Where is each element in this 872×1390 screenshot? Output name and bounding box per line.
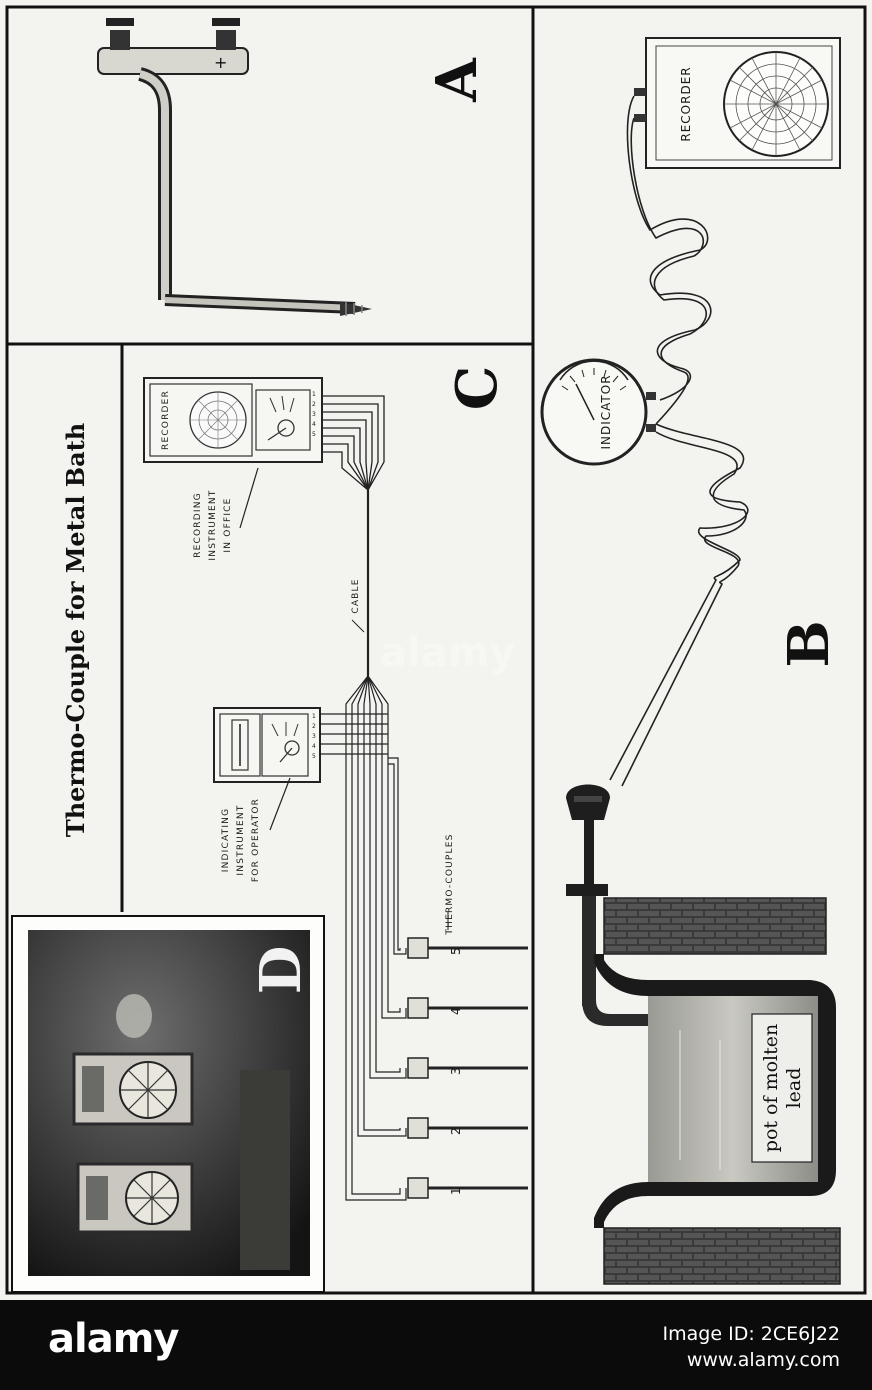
indicating-fan-wires (320, 676, 388, 774)
svg-text:3: 3 (312, 733, 316, 740)
thermocouple-4 (408, 998, 528, 1018)
indicating-label-line3: FOR OPERATOR (251, 798, 261, 882)
recorder-office-label: RECORDER (161, 390, 171, 450)
tc-number-2: 2 (449, 1126, 463, 1135)
panel-d-letter: D (248, 946, 314, 995)
thermocouple-3 (408, 1058, 528, 1078)
recording-label-line2: INSTRUMENT (208, 489, 218, 560)
thermocouple-a-illustration: + (98, 18, 372, 316)
thermocouple-row (408, 938, 528, 1198)
pot-label-line2: lead (783, 1068, 805, 1109)
svg-text:4: 4 (312, 743, 316, 750)
tc-number-1: 1 (449, 1186, 463, 1195)
diagram-plate: Thermo-Couple for Metal Bath A + C (0, 0, 872, 1300)
brick-wall-upper (604, 898, 826, 954)
svg-text:2: 2 (312, 723, 316, 730)
watermark-bar: alamy Image ID: 2CE6J22 www.alamy.com (0, 1300, 872, 1390)
panel-b-letter: B (776, 620, 842, 667)
indicator-instrument: INDICATOR (542, 360, 656, 464)
thermocouple-2 (408, 1118, 528, 1138)
svg-text:3: 3 (312, 411, 316, 418)
watermark-image-id: Image ID: 2CE6J22 (663, 1321, 840, 1347)
recording-label-line1: RECORDING (193, 492, 203, 558)
panel-a-letter: A (424, 57, 490, 103)
brick-wall-lower (604, 1228, 840, 1284)
indicator-label: INDICATOR (599, 374, 613, 449)
panel-d: D (12, 916, 324, 1292)
panel-b: B RECORDER (542, 38, 842, 1284)
svg-text:1: 1 (312, 391, 316, 398)
panel-a: A + (98, 18, 490, 316)
page-title: Thermo-Couple for Metal Bath (61, 423, 90, 837)
thermocouple-leads (346, 758, 406, 1200)
recorder-instrument: RECORDER (634, 38, 840, 168)
svg-text:4: 4 (312, 421, 316, 428)
svg-text:1: 1 (312, 713, 316, 720)
indicating-operator-instrument: 1 2 3 4 5 (214, 708, 320, 782)
tc-number-5: 5 (449, 946, 463, 955)
thermocouple-1 (408, 1178, 528, 1198)
recorder-wires (322, 396, 384, 490)
cable-leader-line (352, 620, 364, 632)
watermark-site: www.alamy.com (663, 1347, 840, 1373)
thermocouple-5 (408, 938, 528, 958)
pot-label-line1: pot of molten (760, 1024, 782, 1152)
svg-text:5: 5 (312, 431, 316, 438)
alamy-logo: alamy (48, 1316, 178, 1362)
indicating-leader-line (270, 778, 290, 830)
watermark-info: Image ID: 2CE6J22 www.alamy.com (663, 1321, 840, 1373)
recorder-label: RECORDER (679, 66, 693, 141)
indicating-label-line1: INDICATING (221, 808, 231, 873)
svg-text:+: + (214, 53, 227, 72)
recorder-office-instrument: RECORDER 1 2 3 4 5 (144, 378, 322, 462)
svg-text:2: 2 (312, 401, 316, 408)
recording-leader-line (240, 468, 258, 528)
pot-of-molten-lead: pot of molten lead (594, 954, 836, 1228)
tc-number-4: 4 (449, 1006, 463, 1015)
panel-c-letter: C (444, 366, 510, 411)
indicating-label-line2: INSTRUMENT (236, 804, 246, 875)
thermocouples-label: THERMO-COUPLES (445, 833, 455, 935)
svg-text:5: 5 (312, 753, 316, 760)
cable-label: CABLE (351, 578, 361, 613)
tc-number-3: 3 (449, 1066, 463, 1075)
recording-label-line3: IN OFFICE (223, 497, 233, 552)
